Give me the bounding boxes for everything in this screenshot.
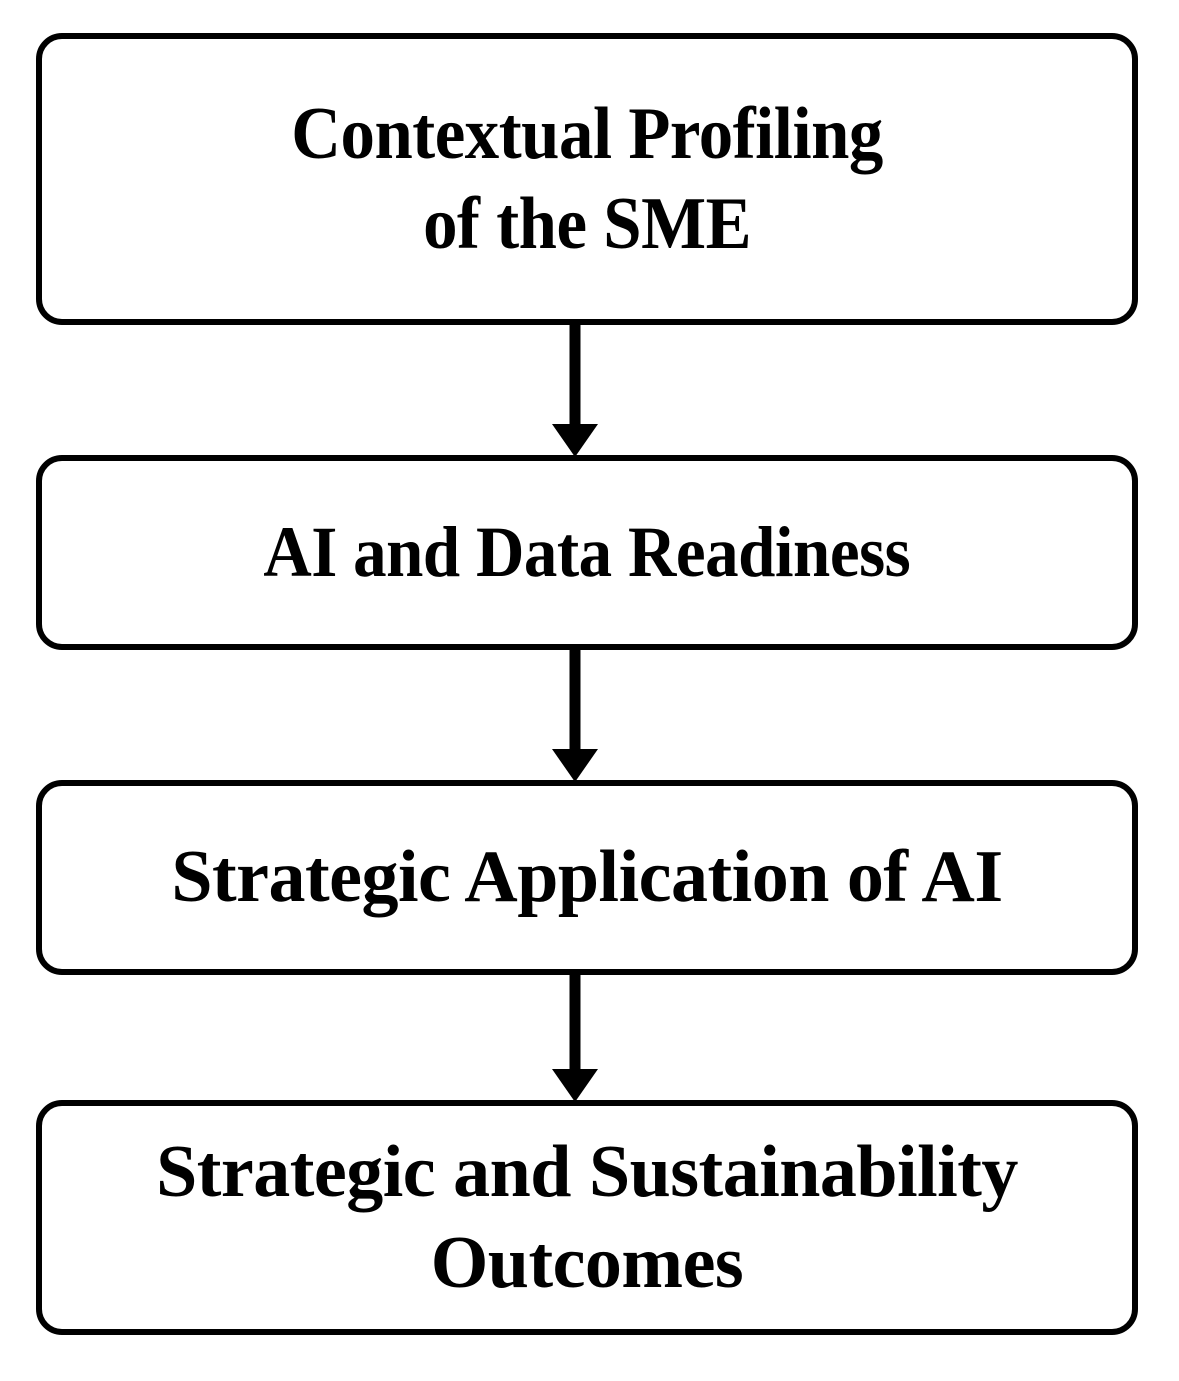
arrow-readiness-to-application [552,650,598,782]
flowchart-node-strategic-application-of-ai: Strategic Application of AI [36,780,1138,975]
flowchart-node-ai-and-data-readiness: AI and Data Readiness [36,455,1138,650]
flowchart-node-contextual-profiling-of-the-sme: Contextual Profiling of the SME [36,33,1138,325]
flowchart-node-label: Strategic and Sustainability Outcomes [156,1131,1018,1304]
flowchart-node-label: AI and Data Readiness [263,511,911,592]
flowchart-node-label: Contextual Profiling of the SME [291,92,883,265]
flowchart-node-label: Strategic Application of AI [171,836,1003,919]
flowchart-node-strategic-and-sustainability-outcomes: Strategic and Sustainability Outcomes [36,1100,1138,1335]
arrow-application-to-outcomes [552,975,598,1102]
arrow-contextual-to-readiness [552,325,598,457]
